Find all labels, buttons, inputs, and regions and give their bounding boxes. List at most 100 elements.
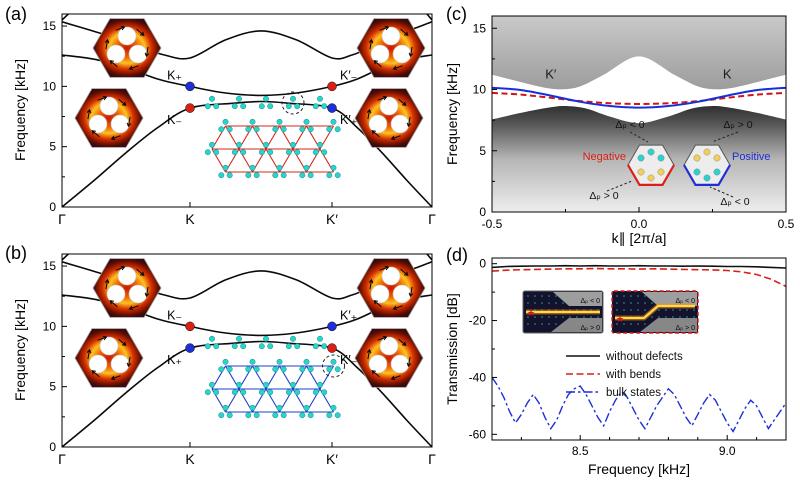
delta-p-label: Δₚ < 0 [675, 298, 695, 305]
flux-arrow-icon [369, 279, 373, 290]
flux-arrow-head [122, 341, 127, 346]
trimer-rod [226, 366, 233, 373]
valley-marker-label: K₊ [167, 68, 182, 82]
lattice-dot [583, 316, 585, 318]
lattice-dot [534, 323, 536, 325]
flux-arrow-head [102, 95, 108, 101]
lattice-dot [679, 316, 681, 318]
y-tick-label: 10 [473, 83, 487, 97]
negative-interface-label: Negative [583, 151, 626, 163]
flux-arrow-icon [367, 109, 371, 120]
lattice-dot [527, 302, 529, 304]
valley-marker-dot [185, 321, 195, 332]
unit-cell-field-map [356, 258, 426, 318]
flux-arrow-icon [115, 26, 125, 31]
lattice-dot [651, 302, 653, 304]
trimer-rod [218, 126, 225, 133]
band-curve-band4-left [62, 14, 70, 21]
trimer-rod [326, 126, 333, 133]
scatterer-hole [106, 284, 126, 304]
delta-p-label: Δₚ > 0 [723, 119, 752, 131]
lattice-dot [616, 323, 618, 325]
domain-upper [642, 292, 697, 306]
scatterer-hole [370, 284, 390, 304]
valley-projection-label: K′ [545, 66, 557, 81]
unit-cell-field-map [74, 328, 144, 388]
y-tick-label: 5 [49, 140, 56, 154]
flux-arrow-icon [367, 349, 371, 360]
trimer-rod [253, 172, 260, 179]
trimer-rod [267, 343, 274, 350]
lattice-dot [693, 309, 695, 311]
trimer-rod [321, 389, 328, 396]
x-tick-label: 8.5 [572, 444, 589, 458]
scatterer-hole [368, 354, 388, 374]
panel-b-ylabel: Frequency [kHz] [12, 299, 28, 401]
flux-arrow-head [140, 271, 145, 276]
valley-marker-label: K₋ [167, 113, 182, 127]
trimer-rod [263, 335, 269, 342]
scatterer-hole [88, 114, 108, 134]
trimer-rod [303, 164, 310, 171]
lattice-dot [686, 309, 688, 311]
panel-c-ylabel: Frequency [kHz] [444, 63, 460, 165]
trimer-rod [280, 126, 287, 133]
trimer-rod [299, 172, 306, 179]
scatterer-hole [379, 336, 399, 356]
lattice-dot [686, 316, 688, 318]
trimer-rod [280, 366, 287, 373]
k-path-label: Γ [58, 211, 66, 227]
lattice-dot [637, 295, 639, 297]
lattice-dot [630, 295, 632, 297]
scatterer-hole [368, 114, 388, 134]
y-tick-label: -20 [469, 314, 487, 328]
valley-marker-label: K′₊ [340, 113, 357, 127]
y-tick-label: 0 [49, 440, 56, 454]
inset-bent-waveguide: ★Δₚ < 0Δₚ > 0 [611, 290, 699, 334]
flux-arrow-head [110, 135, 116, 141]
domain-upper [553, 292, 602, 306]
flux-arrow-icon [393, 305, 403, 310]
interface-mark [683, 164, 731, 186]
flux-arrow-head [91, 130, 96, 135]
lattice-dot [555, 316, 557, 318]
trimer-rod [218, 172, 225, 179]
axes-frame [61, 253, 433, 448]
trimer-rod [334, 172, 341, 179]
lattice-dot [623, 302, 625, 304]
trimer-rod [330, 164, 337, 171]
flux-arrow-head [86, 108, 92, 114]
lattice-dot [672, 316, 674, 318]
trimer-rod [303, 404, 310, 411]
panel-c-xlabel: k∥ [2π/a] [611, 230, 667, 246]
trimer-rod [209, 141, 215, 148]
trimer-rod [263, 381, 269, 388]
lattice-dot [541, 316, 543, 318]
valley-marker-dot [327, 343, 337, 353]
trimer-rod [285, 389, 292, 396]
lattice-dot [541, 302, 543, 304]
unit-cell-field-map [92, 18, 162, 78]
legend-label: bulk states [606, 387, 661, 399]
trimer-rod [249, 118, 256, 125]
flux-arrow-icon [373, 300, 382, 308]
trimer-rod [326, 412, 333, 419]
lattice-dot [616, 302, 618, 304]
cell-rod [713, 154, 721, 162]
scatterer-hole [88, 354, 108, 374]
valley-marker-label: K₋ [167, 308, 182, 322]
trimer-rod [294, 103, 301, 110]
flux-arrow-head [384, 25, 390, 31]
lattice-dot [630, 309, 632, 311]
unit-cell-highlight [281, 91, 305, 115]
flux-arrow-head [371, 370, 376, 375]
delta-p-label: Δₚ > 0 [589, 190, 618, 202]
x-tick-label: 9.0 [719, 444, 736, 458]
cell-rod [693, 168, 701, 176]
flux-arrow-icon [111, 135, 121, 140]
scatterer-hole [370, 44, 390, 64]
trimer-rod [245, 366, 252, 373]
lattice-dot [637, 323, 639, 325]
trimer-rod [204, 149, 211, 156]
